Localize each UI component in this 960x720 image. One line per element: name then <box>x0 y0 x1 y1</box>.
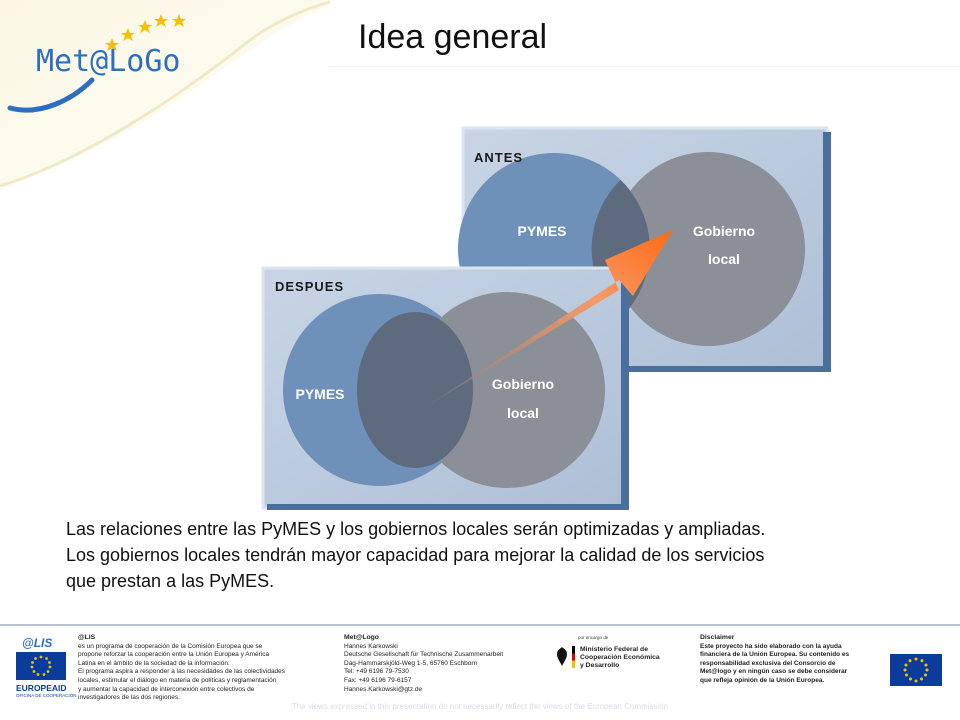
despues-gobierno-label-line1: Gobierno <box>491 376 555 392</box>
ministry-small: por encargo de <box>578 635 609 640</box>
before-after-diagram: ANTES PYMES Gobierno local DESPUES PYMES… <box>255 120 845 520</box>
despues-circles <box>283 292 605 488</box>
title-divider <box>330 66 960 67</box>
footer-contact-line: Deutsche Gesellschaft für Technische Zus… <box>344 651 504 659</box>
europeaid-sub: OFICINA DE COOPERACIÓN <box>16 693 77 698</box>
antes-gobierno-label-line1: Gobierno <box>692 223 756 239</box>
footer-contact-line: Tel: +49 6196 79-7530 <box>344 668 409 676</box>
footer-alis-line: El programa aspira a responder a las nec… <box>78 668 286 676</box>
ministry-line: Cooperación Económica <box>580 654 660 661</box>
logo-swoosh-graphic <box>0 0 331 188</box>
footer-alis-line: locales, estimular el diálogo en materia… <box>78 676 277 684</box>
footer-alis-line: y aumentar la capacidad de interconexión… <box>78 685 255 693</box>
ministry-line: y Desarrollo <box>580 662 620 669</box>
body-paragraph: Las relaciones entre las PyMES y los gob… <box>66 516 926 594</box>
footer-alis-line: investigadores de las dos regiones. <box>78 694 180 702</box>
antes-gobierno-label-line2: local <box>708 251 740 267</box>
page-title: Idea general <box>358 18 548 56</box>
footer-bar: @LIS EUROPEAID OFICINA DE COOPERACIÓN @L… <box>0 624 960 720</box>
footer-alis-line: propone reforzar la cooperación entre la… <box>78 651 270 659</box>
footer-contact-line: Hannes Karkowski <box>344 642 398 650</box>
footer-contact-line: Hannes.Karkowski@gtz.de <box>344 685 423 693</box>
eu-flag-icon <box>890 654 942 686</box>
footer-disclaimer: Disclaimer Este proyecto ha sido elabora… <box>700 634 888 686</box>
antes-label: ANTES <box>474 150 524 165</box>
body-line: que prestan a las PyMES. <box>66 571 275 591</box>
despues-label: DESPUES <box>275 279 345 294</box>
footer-disclaimer-head: Disclaimer <box>700 634 735 641</box>
transition-arrow-icon <box>427 230 673 406</box>
footer-metalogo-head: Met@Logo <box>344 634 379 641</box>
footer-contact-line: Dag-Hammarskjöld-Weg 1-5, 65760 Eschborn <box>344 659 478 667</box>
footer-alis-head: @LIS <box>78 634 96 641</box>
footer-disclaimer-line: que refleja opinión de la Unión Europea. <box>700 676 825 684</box>
diagram-graphic <box>261 126 831 510</box>
logo-text: Met@LoGo <box>36 44 181 79</box>
body-line: Las relaciones entre las PyMES y los gob… <box>66 519 766 539</box>
footer-disclaimer-line: financiera de la Unión Europea. Su conte… <box>700 651 850 659</box>
antes-pymes-label: PYMES <box>517 223 567 239</box>
footer-disclaimer-line: Este proyecto ha sido elaborado con la a… <box>700 642 842 650</box>
footer-disclaimer-line: responsabilidad exclusiva del Consorcio … <box>700 659 836 667</box>
europeaid-logo: EUROPEAID <box>16 683 67 693</box>
body-line: Los gobiernos locales tendrán mayor capa… <box>66 545 765 565</box>
footer-bottom-disclaimer: The views expressed in this presentation… <box>291 702 669 711</box>
german-flag-stripe-icon <box>572 646 575 668</box>
star-icon <box>105 14 186 51</box>
eu-flag-icon <box>16 652 66 680</box>
footer-alis-line: Latina en el ámbito de la sociedad de la… <box>78 659 230 667</box>
german-eagle-icon <box>556 646 568 668</box>
footer-alis-info: @LIS es un programa de cooperación de la… <box>78 634 310 703</box>
alis-logo: @LIS <box>22 636 53 650</box>
footer-alis-line: es un programa de cooperación de la Comi… <box>78 642 263 650</box>
despues-pymes-label: PYMES <box>295 386 345 402</box>
header-logo-area: Met@LoGo <box>0 0 331 190</box>
ministry-name: Ministerio Federal de Cooperación Económ… <box>580 646 690 670</box>
footer-contact-line: Fax: +49 6196 79-6157 <box>344 676 412 684</box>
despues-gobierno-label-line2: local <box>507 405 539 421</box>
ministry-line: Ministerio Federal de <box>580 646 648 653</box>
footer-metalogo-contact: Met@Logo Hannes Karkowski Deutsche Gesel… <box>344 634 544 694</box>
footer-disclaimer-line: Met@logo y en ningún caso se debe consid… <box>700 668 848 676</box>
